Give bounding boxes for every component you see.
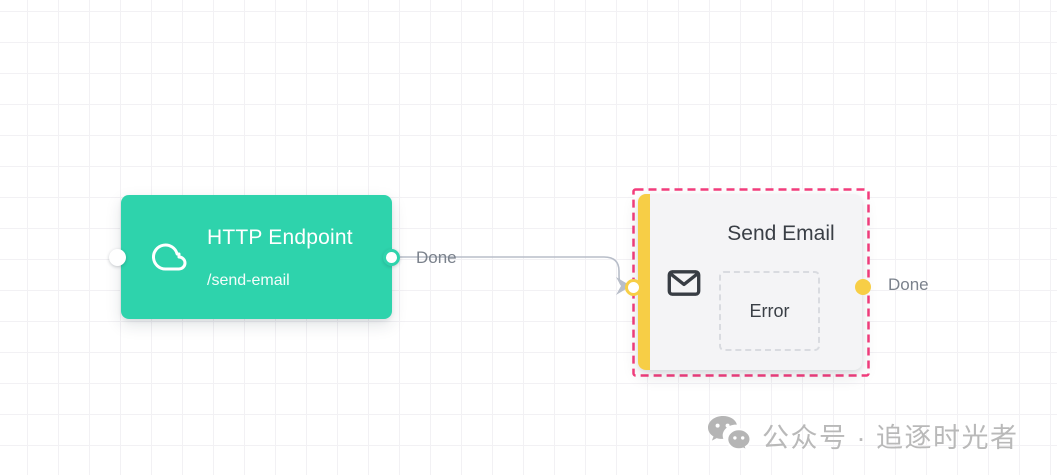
connection-arrowhead (616, 277, 631, 295)
error-outcome-box[interactable]: Error (719, 271, 820, 351)
port-http-input[interactable] (109, 248, 126, 266)
node-title: HTTP Endpoint (207, 225, 353, 249)
edge-label-done: Done (416, 248, 457, 267)
node-send-email[interactable]: Send Email Error (625, 194, 871, 370)
error-outcome-label: Error (749, 300, 790, 321)
watermark-text: 公众号 · 追逐时光者 (762, 423, 1019, 453)
port-send-email-output-done[interactable] (855, 278, 871, 295)
node-subtitle: /send-email (207, 271, 290, 289)
port-send-email-input[interactable] (625, 278, 642, 296)
watermark: 公众号 · 追逐时光者 (705, 413, 1019, 458)
node-http-endpoint[interactable]: HTTP Endpoint /send-email (109, 195, 400, 319)
cloud-icon (147, 237, 193, 277)
node-accent-bar (638, 194, 650, 370)
edge-label-done: Done (888, 275, 929, 294)
wechat-icon (705, 413, 753, 458)
envelope-icon (666, 268, 702, 298)
node-title: Send Email (727, 222, 835, 245)
port-http-output-done[interactable] (383, 248, 400, 266)
